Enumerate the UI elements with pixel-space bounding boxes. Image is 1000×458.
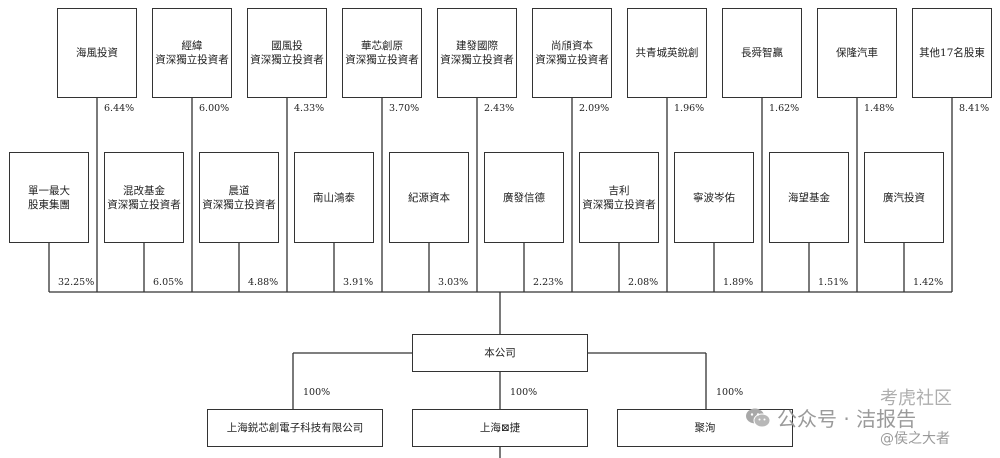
subsidiary-pct: 100% (510, 387, 538, 398)
subsidiary-pct: 100% (303, 387, 331, 398)
shareholding-pct: 1.42% (913, 277, 944, 288)
shareholding-pct: 2.08% (628, 277, 659, 288)
subsidiary-box: 上海鋭芯創電子科技有限公司 (207, 409, 383, 447)
shareholder-box: 共青城英銳創 (627, 8, 707, 98)
shareholding-pct: 1.48% (864, 103, 895, 114)
shareholding-pct: 2.23% (533, 277, 564, 288)
shareholding-pct: 1.62% (769, 103, 800, 114)
shareholding-pct: 3.70% (389, 103, 420, 114)
shareholder-box: 其他17名股東 (912, 8, 992, 98)
shareholding-pct: 4.88% (248, 277, 279, 288)
company-box: 本公司 (412, 334, 588, 372)
shareholder-box: 吉利資深獨立投資者 (579, 152, 659, 243)
shareholder-box: 南山鴻泰 (294, 152, 374, 243)
watermark-text: 考虎社区 (880, 388, 952, 409)
shareholder-box: 海望基金 (769, 152, 849, 243)
shareholding-pct: 2.09% (579, 103, 610, 114)
watermark: 公众号 · 洁报告 (745, 403, 916, 432)
subsidiary-box: 上海⊠捷 (412, 409, 588, 447)
shareholder-box: 單一最大股東集團 (9, 152, 89, 243)
shareholding-pct: 1.96% (674, 103, 705, 114)
watermark-handle: @侯之大者 (880, 431, 950, 447)
shareholder-box: 經緯資深獨立投資者 (152, 8, 232, 98)
shareholding-pct: 6.44% (104, 103, 135, 114)
shareholder-box: 華芯創原資深獨立投資者 (342, 8, 422, 98)
shareholding-pct: 6.00% (199, 103, 230, 114)
shareholding-pct: 6.05% (153, 277, 184, 288)
shareholding-pct: 4.33% (294, 103, 325, 114)
shareholder-box: 長舜智贏 (722, 8, 802, 98)
shareholder-box: 紀源資本 (389, 152, 469, 243)
subsidiary-pct: 100% (716, 387, 744, 398)
shareholder-box: 廣汽投資 (864, 152, 944, 243)
shareholding-pct: 8.41% (959, 103, 990, 114)
shareholder-box: 混改基金資深獨立投資者 (104, 152, 184, 243)
shareholding-pct: 3.91% (343, 277, 374, 288)
shareholding-pct: 1.89% (723, 277, 754, 288)
shareholder-box: 海風投資 (57, 8, 137, 98)
shareholder-box: 廣發信德 (484, 152, 564, 243)
wechat-icon (745, 407, 771, 429)
shareholder-box: 晨道資深獨立投資者 (199, 152, 279, 243)
shareholding-pct: 1.51% (818, 277, 849, 288)
shareholding-pct: 32.25% (58, 277, 95, 288)
shareholding-pct: 2.43% (484, 103, 515, 114)
shareholder-box: 保隆汽車 (817, 8, 897, 98)
shareholder-box: 國風投資深獨立投資者 (247, 8, 327, 98)
shareholder-box: 尚頎資本資深獨立投資者 (532, 8, 612, 98)
shareholder-box: 建發國際資深獨立投資者 (437, 8, 517, 98)
shareholding-pct: 3.03% (438, 277, 469, 288)
shareholder-box: 寧波岑佑 (674, 152, 754, 243)
